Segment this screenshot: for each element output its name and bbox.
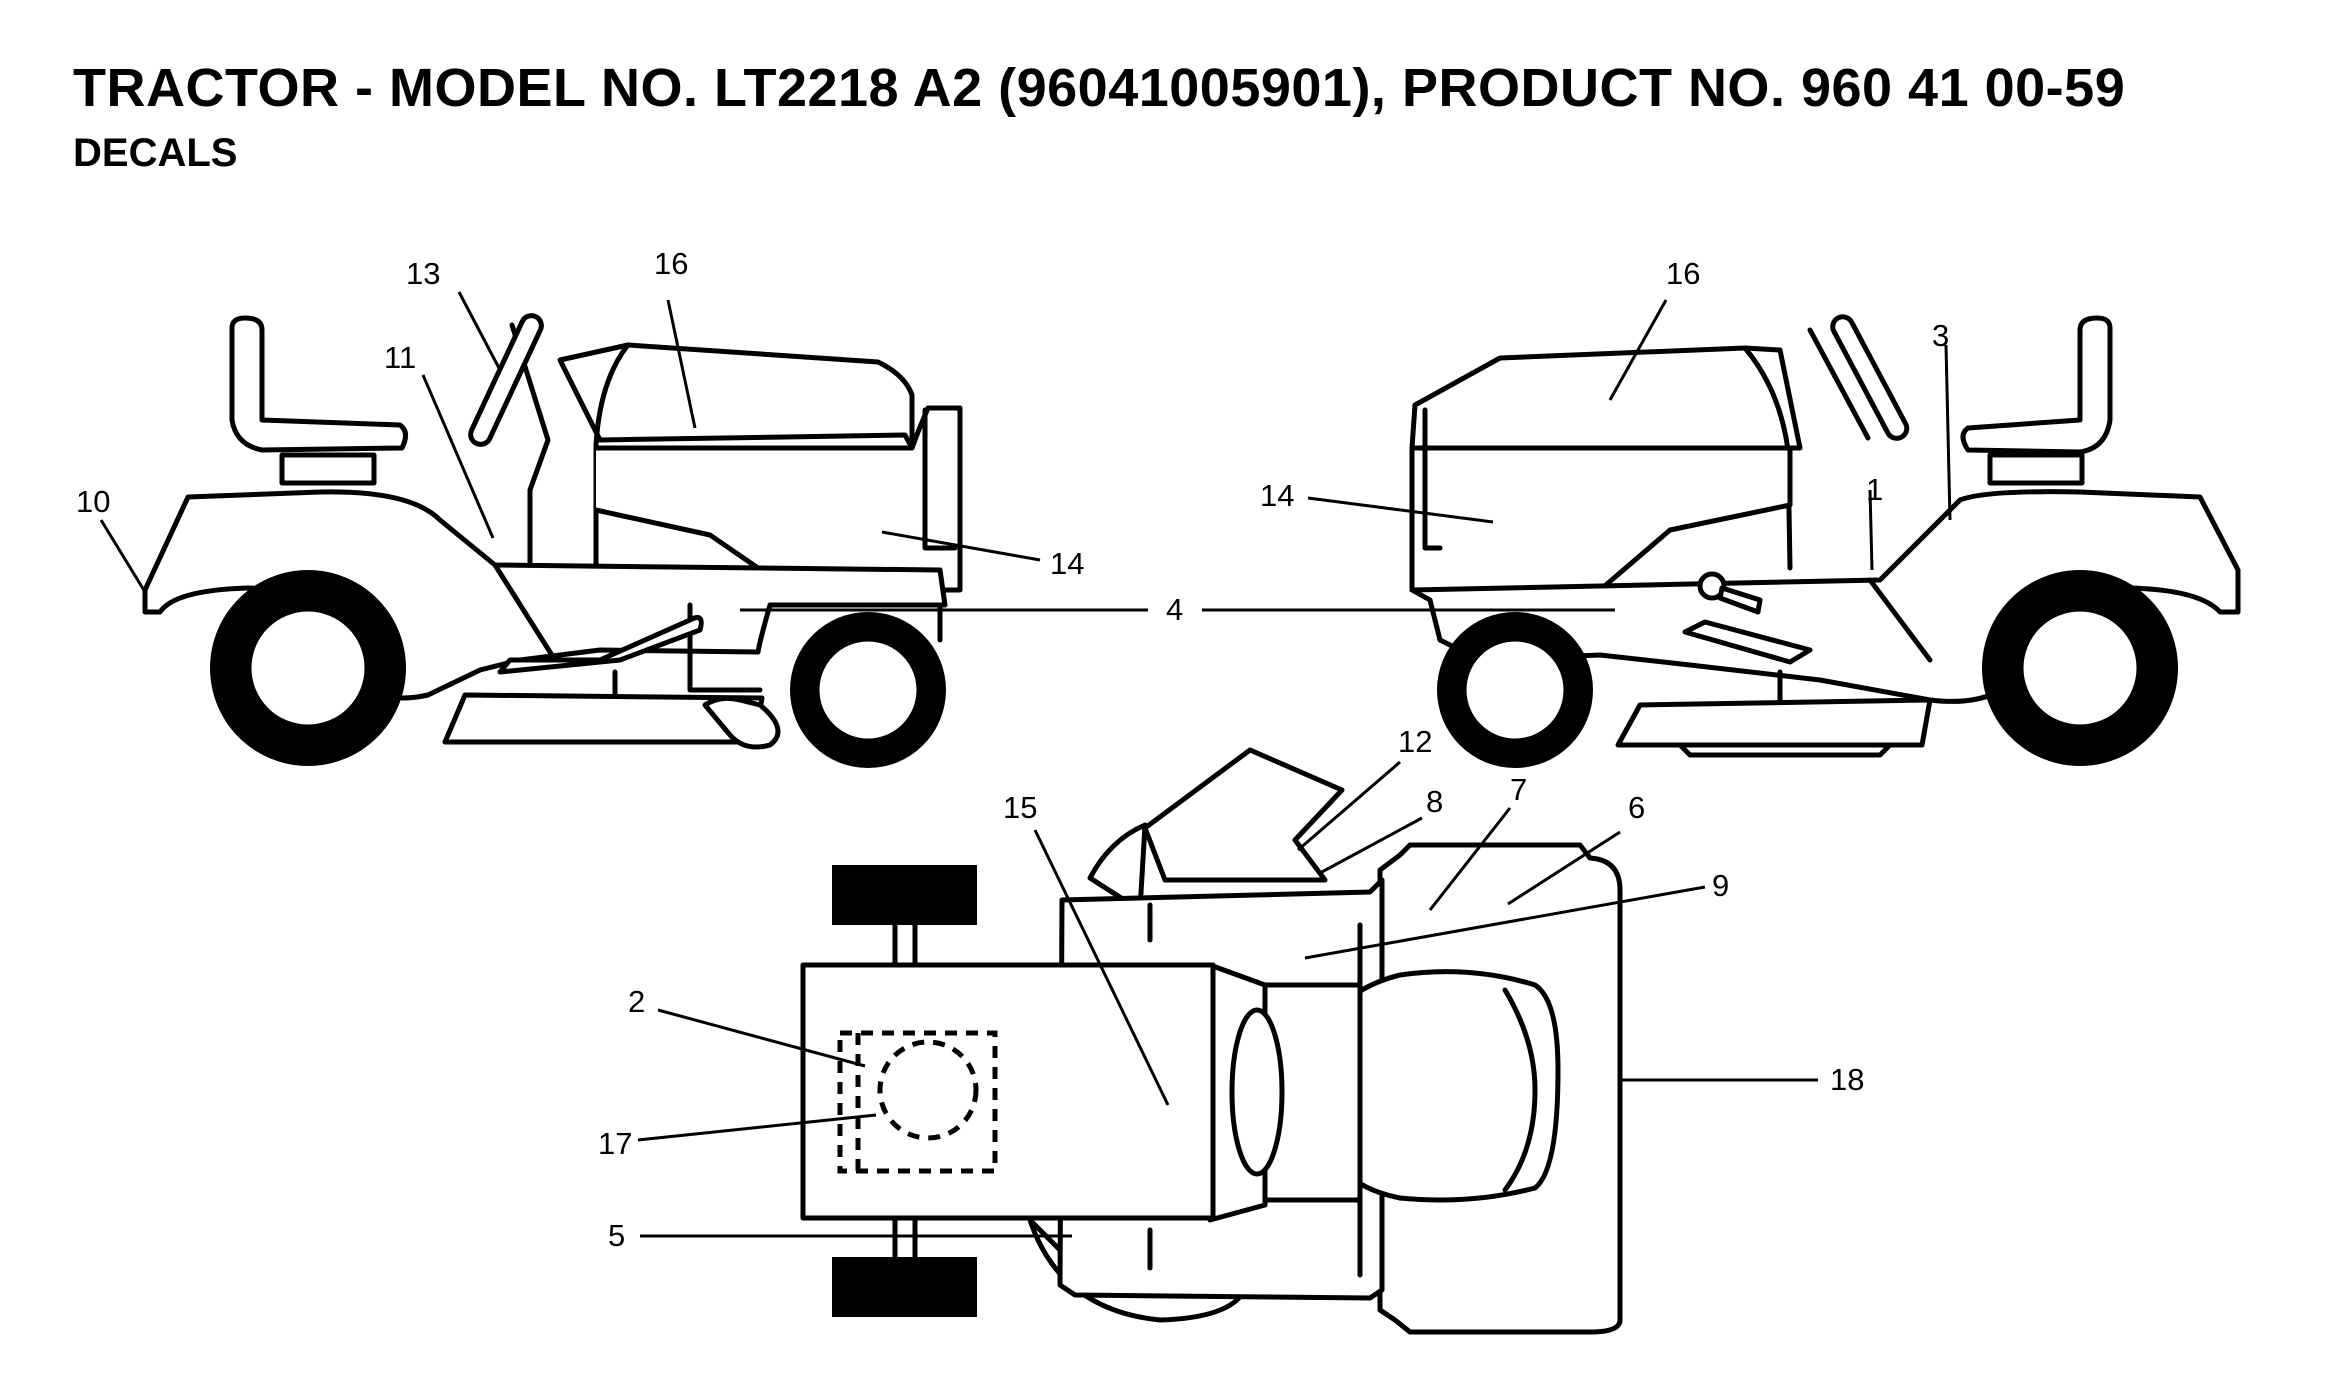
- callout-14-right: 14: [1260, 478, 1294, 513]
- callout-10: 10: [76, 484, 110, 519]
- callout-16-right: 16: [1666, 256, 1700, 291]
- callout-8: 8: [1426, 784, 1443, 819]
- callout-5: 5: [608, 1218, 625, 1253]
- callout-14-left: 14: [1050, 546, 1084, 581]
- callout-7: 7: [1510, 772, 1527, 807]
- callout-16-left: 16: [654, 246, 688, 281]
- callout-15: 15: [1003, 790, 1037, 825]
- callout-12: 12: [1398, 724, 1432, 759]
- callout-4: 4: [1166, 592, 1183, 627]
- callout-17: 17: [598, 1126, 632, 1161]
- tractor-top-view: [637, 747, 1818, 1335]
- page-title: TRACTOR - MODEL NO. LT2218 A2 (960410059…: [73, 58, 2126, 118]
- callout-9: 9: [1712, 868, 1729, 903]
- callout-1: 1: [1866, 472, 1883, 507]
- callout-13: 13: [406, 256, 440, 291]
- tractor-left-side-view: [99, 291, 1041, 768]
- page-subtitle: DECALS: [73, 131, 238, 175]
- callout-6: 6: [1628, 790, 1645, 825]
- tractor-right-side-view: [740, 299, 2241, 768]
- callout-2: 2: [628, 984, 645, 1019]
- callout-18: 18: [1830, 1062, 1864, 1097]
- callout-11: 11: [384, 340, 416, 375]
- callout-3: 3: [1932, 318, 1949, 353]
